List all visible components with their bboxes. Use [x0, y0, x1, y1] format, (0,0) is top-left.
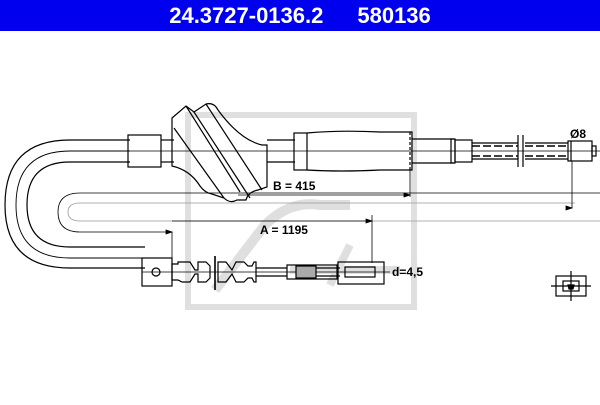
dimension-b — [238, 170, 412, 198]
part-header: 24.3727-0136.2 580136 — [0, 0, 600, 31]
dimension-a-label: A = 1195 — [260, 223, 308, 237]
corrugated-sheath-end — [472, 135, 568, 167]
outer-diameter-label: Ø8 — [570, 127, 586, 141]
dimension-a — [165, 215, 374, 263]
end-nipple-cross-section — [551, 271, 591, 301]
crimp-sleeve — [286, 264, 340, 280]
reference-number: 580136 — [357, 2, 431, 28]
threaded-end-fitting — [567, 140, 597, 162]
cable-diagram: Ø8 B = 415 A = 1195 — [0, 31, 600, 400]
end-nipple — [337, 261, 385, 285]
tapered-sleeve — [293, 130, 413, 172]
part-number: 24.3727-0136.2 — [169, 2, 324, 28]
cable-sheath-loop — [4, 139, 600, 269]
rubber-grommet — [171, 103, 268, 203]
dimension-b-label: B = 415 — [273, 179, 316, 193]
inner-diameter-label: d=4,5 — [392, 265, 423, 279]
